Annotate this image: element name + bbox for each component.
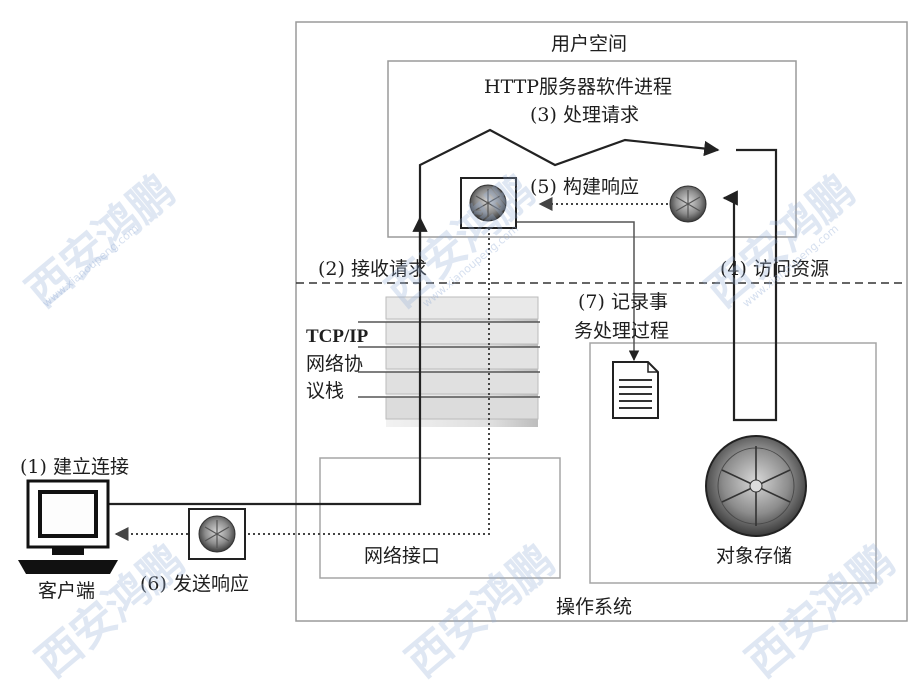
client-computer-icon: [18, 479, 118, 574]
diagram-canvas: [18, 21, 908, 622]
object-storage-disk-icon: [705, 435, 807, 537]
network-interface-box: [319, 457, 561, 579]
resource-gear-icon: [669, 185, 707, 223]
step1-label: (1) 建立连接: [20, 456, 129, 478]
step3-label: (3) 处理请求: [530, 104, 639, 126]
step5-label: (5) 构建响应: [530, 176, 639, 198]
step6-label: (6) 发送响应: [140, 573, 249, 595]
step2-label: (2) 接收请求: [318, 258, 427, 280]
response-gear-icon: [460, 177, 517, 229]
tcpip-label-line1: TCP/IP: [306, 326, 369, 347]
step4-label: (4) 访问资源: [720, 258, 829, 280]
step7-label-line1: (7) 记录事: [578, 291, 668, 313]
network-interface-label: 网络接口: [364, 545, 441, 567]
object-storage-label: 对象存储: [716, 545, 793, 567]
os-label: 操作系统: [556, 596, 633, 618]
send-package-icon: [188, 508, 246, 560]
http-process-box: [387, 60, 797, 238]
user-space-box: [295, 21, 908, 622]
access-resource-line: [722, 148, 778, 422]
send-response-line: [248, 228, 490, 535]
request-flow-line: [108, 128, 720, 506]
tcpip-label-line3: 议栈: [306, 380, 345, 402]
client-label: 客户端: [38, 580, 96, 602]
http-transaction-diagram: 用户空间 HTTP服务器软件进程 (3) 处理请求 (5) 构建响应 (2) 接…: [17, 21, 908, 687]
log-document-icon: [612, 361, 659, 419]
log-transaction-line: [516, 221, 640, 362]
http-process-label: HTTP服务器软件进程: [484, 76, 673, 98]
tcpip-label-line2: 网络协: [306, 353, 364, 375]
user-space-label: 用户空间: [551, 33, 628, 55]
tcpip-stack: [358, 296, 540, 427]
step7-label-line2: 务处理过程: [574, 320, 670, 342]
